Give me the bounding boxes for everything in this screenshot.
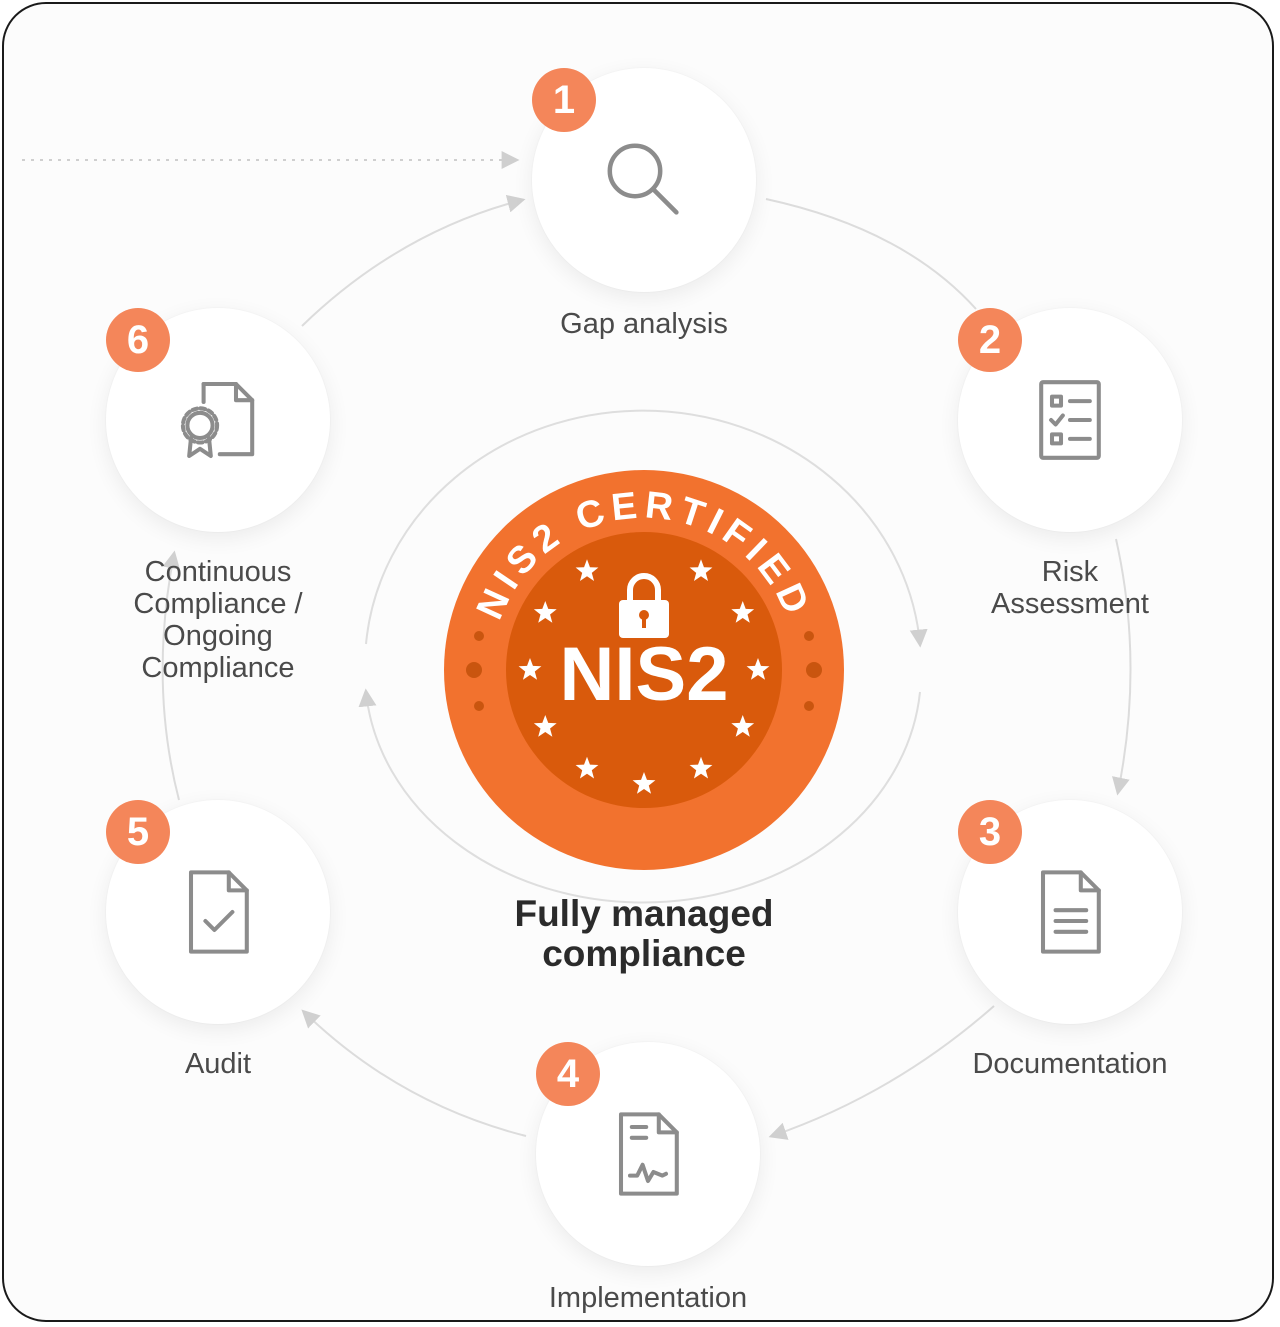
step-4-label: Implementation [548,1282,748,1314]
seal-star [533,601,557,623]
step-5-label: Audit [184,1048,252,1080]
arc-4-5 [301,1009,527,1137]
seal-star [575,559,599,581]
magnifier-icon [607,143,679,215]
inner-arc-bottom [358,688,921,904]
step-5-badge: 5 [106,800,170,864]
seal-star [746,658,770,680]
seal-star [731,601,755,623]
document-icon [1040,870,1101,954]
seal-star [689,559,713,581]
seal-star [575,756,599,779]
seal-star [533,715,557,737]
arc-3-4 [768,1005,995,1140]
step-6-badge: 6 [106,308,170,372]
step-2-badge: 2 [958,308,1022,372]
inner-arc-top [365,409,928,648]
step-2-label: Risk Assessment [991,556,1149,620]
step-6-label: Continuous Compliance / Ongoing Complian… [133,556,303,684]
connector-layer [22,151,1132,1140]
arc-1-2 [765,198,977,310]
checklist-icon [1039,380,1101,460]
step-3-badge: 3 [958,800,1022,864]
seal-star [731,715,755,737]
seal-stars [518,559,770,794]
document-check-icon [188,870,249,954]
center-caption: Fully managed compliance [514,893,774,974]
seal-star [632,772,656,794]
certificate-icon [180,381,255,459]
seal-main-text: NIS2 [560,632,729,717]
arc-5-6 [161,550,181,801]
seal-inner-disc [506,532,782,808]
padlock-icon [619,573,669,638]
arc-6-1 [301,194,526,327]
arc-2-3 [1112,538,1132,796]
document-signature-icon [618,1112,679,1196]
seal-star [689,756,713,779]
nis2-certified-seal: NIS2 CERTIFIED NIS2 [444,470,844,870]
step-4-badge: 4 [536,1042,600,1106]
seal-star [518,658,542,680]
step-3-label: Documentation [972,1048,1168,1080]
step-1-badge: 1 [532,68,596,132]
step-1-label: Gap analysis [560,308,728,340]
